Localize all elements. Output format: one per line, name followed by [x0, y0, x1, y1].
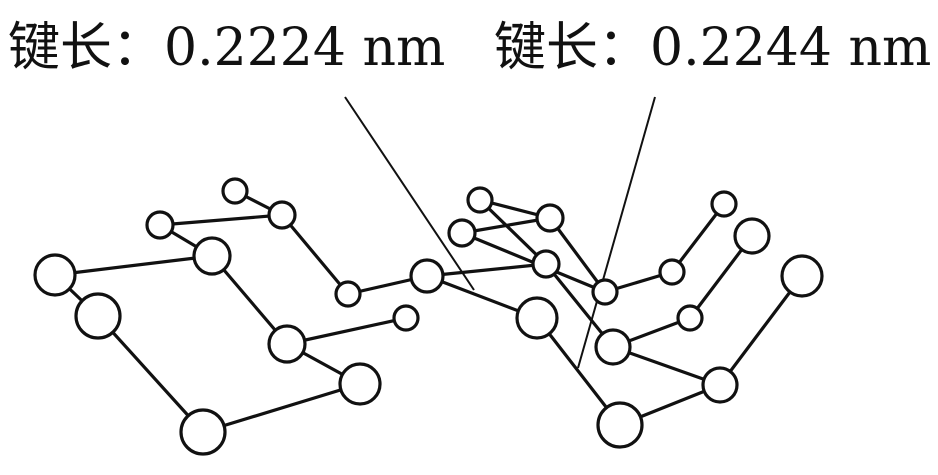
leader-line-left: [344, 96, 475, 291]
atom: [780, 254, 824, 298]
atom: [267, 324, 307, 364]
atom: [409, 258, 445, 294]
bond: [611, 345, 722, 387]
bond: [53, 254, 214, 277]
bond: [478, 198, 548, 266]
leader-lines: [344, 96, 656, 369]
bond-length-label-right: 键长：0.2244 nm: [494, 18, 932, 78]
atom: [710, 190, 738, 218]
bond: [670, 202, 726, 274]
atom: [221, 177, 249, 205]
atom: [74, 292, 122, 340]
atom: [33, 253, 77, 297]
bond: [201, 382, 362, 434]
bond: [96, 314, 205, 434]
atom: [515, 296, 559, 340]
atom: [733, 217, 771, 255]
atom: [267, 200, 297, 230]
atom: [179, 408, 227, 456]
atom: [466, 186, 494, 214]
atom: [591, 278, 619, 306]
leader-line-right: [577, 96, 656, 369]
bond-length-label-left: 键长：0.2224 nm: [8, 18, 446, 78]
atom: [594, 328, 632, 366]
atom: [145, 210, 175, 240]
atom: [447, 218, 477, 248]
atom: [338, 362, 382, 406]
atoms: [33, 177, 824, 456]
bond: [548, 216, 607, 294]
atom: [701, 366, 739, 404]
atom: [596, 401, 644, 449]
bond: [718, 274, 804, 387]
bond: [460, 216, 552, 235]
atom: [392, 304, 420, 332]
atom: [334, 280, 362, 308]
bond: [285, 316, 408, 346]
bond: [280, 213, 350, 296]
bond: [425, 262, 548, 278]
atom: [192, 236, 232, 276]
atom: [658, 258, 686, 286]
atom: [676, 304, 704, 332]
atom: [535, 203, 565, 233]
bond: [158, 213, 284, 227]
atom: [531, 249, 561, 279]
